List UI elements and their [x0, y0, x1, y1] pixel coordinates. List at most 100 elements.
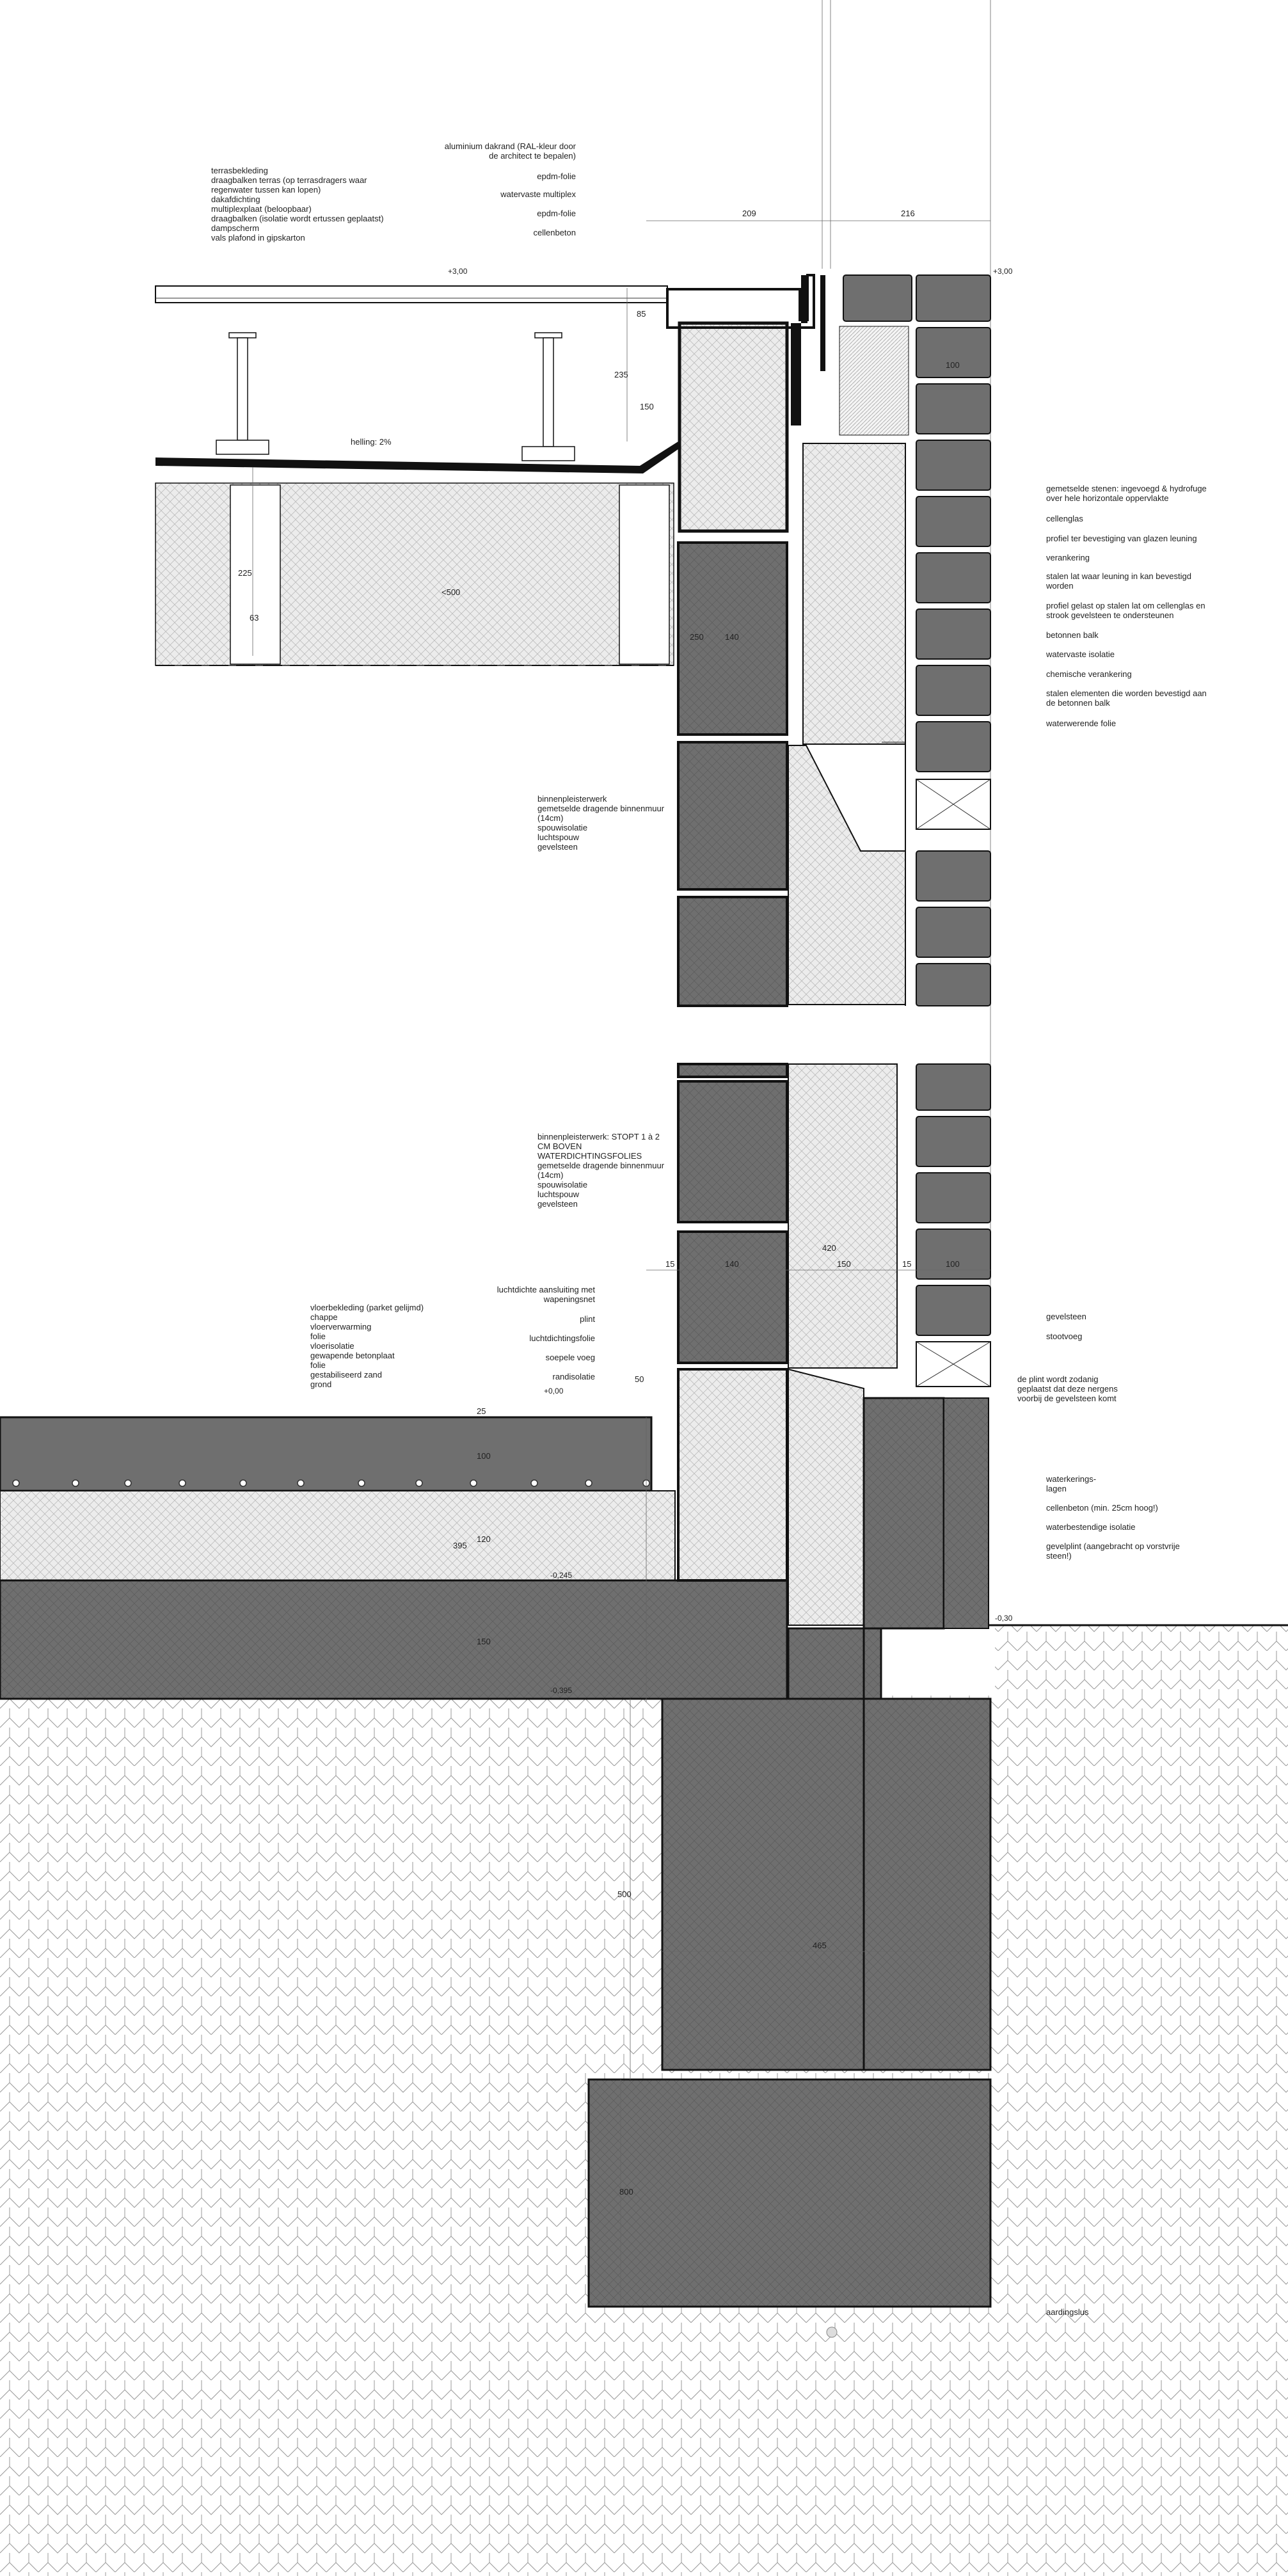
svg-text:draagbalken (isolatie wordt er: draagbalken (isolatie wordt ertussen gep…	[211, 214, 384, 223]
facade-plinth	[863, 1397, 945, 1630]
slope-label: helling: 2%	[351, 437, 392, 447]
svg-text:gestabiliseerd zand: gestabiliseerd zand	[310, 1370, 382, 1379]
svg-text:luchtdichte aansluiting met: luchtdichte aansluiting met	[497, 1285, 596, 1294]
svg-text:regenwater tussen kan lopen): regenwater tussen kan lopen)	[211, 185, 321, 195]
svg-text:worden: worden	[1046, 581, 1074, 591]
svg-text:25: 25	[477, 1406, 486, 1416]
svg-text:voorbij de gevelsteen komt: voorbij de gevelsteen komt	[1017, 1394, 1117, 1403]
svg-text:waterkerings-: waterkerings-	[1046, 1474, 1096, 1484]
svg-text:epdm-folie: epdm-folie	[537, 209, 576, 218]
svg-text:grond: grond	[310, 1379, 331, 1389]
svg-text:gevelplint (aangebracht op vor: gevelplint (aangebracht op vorstvrije	[1046, 1541, 1180, 1551]
foundation-footing	[587, 2078, 992, 2308]
svg-text:over hele horizontale oppervla: over hele horizontale oppervlakte	[1046, 493, 1169, 503]
base-strip-small	[787, 1627, 882, 1700]
svg-text:lagen: lagen	[1046, 1484, 1067, 1493]
svg-text:vloerverwarming: vloerverwarming	[310, 1322, 371, 1332]
svg-text:225: 225	[238, 568, 252, 578]
svg-text:(14cm): (14cm)	[537, 1170, 563, 1180]
terrace-pedestal-right	[521, 332, 575, 461]
svg-text:cellenbeton (min. 25cm hoog!): cellenbeton (min. 25cm hoog!)	[1046, 1503, 1158, 1513]
open-head-joint-upper	[916, 779, 991, 830]
svg-text:draagbalken terras (op terrasd: draagbalken terras (op terrasdragers waa…	[211, 175, 367, 185]
inner-wall-block-3	[677, 896, 788, 1007]
svg-text:profiel ter bevestiging van gl: profiel ter bevestiging van glazen leuni…	[1046, 534, 1197, 543]
svg-text:150: 150	[640, 402, 654, 411]
base-right-callouts: gevelsteen stootvoeg de plint wordt zoda…	[1017, 1312, 1180, 1561]
svg-text:cellenglas: cellenglas	[1046, 514, 1083, 523]
svg-text:folie: folie	[310, 1332, 326, 1341]
svg-text:geplaatst dat deze nergens: geplaatst dat deze nergens	[1017, 1384, 1118, 1394]
terrace-boards	[155, 285, 668, 303]
inner-wall-lower-2	[677, 1080, 788, 1223]
svg-text:soepele voeg: soepele voeg	[546, 1353, 595, 1362]
svg-text:folie: folie	[310, 1360, 326, 1370]
cellular-glass-strip	[839, 326, 909, 436]
facade-plinth-side	[943, 1397, 989, 1629]
svg-text:waterwerende folie: waterwerende folie	[1046, 719, 1116, 728]
inner-wall-block-1	[677, 541, 788, 736]
level-roof-right: +3,00	[993, 267, 1013, 276]
svg-text:395: 395	[453, 1541, 467, 1550]
dimension-texts: 209 216 85 235 150 100 225 63 <500 250 1…	[238, 209, 960, 2197]
terrace-pedestal-left	[216, 332, 269, 455]
base-cellular-concrete	[677, 1368, 788, 1582]
level-slab-top: -0,245	[550, 1571, 572, 1580]
svg-text:120: 120	[477, 1534, 491, 1544]
svg-text:luchtdichtingsfolie: luchtdichtingsfolie	[529, 1333, 595, 1343]
wall-layers-upper: binnenpleisterwerk gemetselde dragende b…	[537, 794, 665, 852]
svg-text:100: 100	[946, 1259, 960, 1269]
svg-text:420: 420	[822, 1243, 836, 1253]
parapet-cellular-concrete	[678, 321, 789, 533]
svg-text:<500: <500	[441, 587, 460, 597]
inner-wall-lower-1	[677, 1063, 788, 1078]
svg-text:dakafdichting: dakafdichting	[211, 195, 260, 204]
svg-text:(14cm): (14cm)	[537, 813, 563, 823]
svg-text:50: 50	[635, 1374, 644, 1384]
svg-text:dampscherm: dampscherm	[211, 223, 259, 233]
facade-brick-column-upper	[843, 274, 991, 1006]
svg-text:wapeningsnet: wapeningsnet	[543, 1294, 596, 1304]
open-head-joint-lower	[916, 1341, 991, 1387]
svg-text:gemetselde dragende binnenmuur: gemetselde dragende binnenmuur	[537, 804, 665, 813]
svg-text:profiel gelast op stalen lat o: profiel gelast op stalen lat om cellengl…	[1046, 601, 1205, 610]
svg-text:spouwisolatie: spouwisolatie	[537, 823, 587, 832]
base-insulation	[788, 1368, 864, 1626]
svg-text:steen!): steen!)	[1046, 1551, 1072, 1561]
foundation-wall	[661, 1697, 992, 2071]
level-floor: +0,00	[544, 1387, 564, 1395]
svg-text:binnenpleisterwerk: binnenpleisterwerk	[537, 794, 607, 804]
svg-text:500: 500	[617, 1889, 632, 1899]
svg-text:15: 15	[902, 1259, 911, 1269]
svg-text:216: 216	[901, 209, 915, 218]
svg-text:gevelsteen: gevelsteen	[537, 842, 578, 852]
svg-text:gemetselde dragende binnenmuur: gemetselde dragende binnenmuur	[537, 1161, 665, 1170]
svg-text:CM BOVEN: CM BOVEN	[537, 1141, 582, 1151]
svg-text:betonnen balk: betonnen balk	[1046, 630, 1099, 640]
inner-wall-lower-3	[677, 1230, 788, 1364]
svg-text:465: 465	[813, 1941, 827, 1950]
roof-layers-list: terrasbekleding draagbalken terras (op t…	[211, 166, 384, 242]
svg-text:100: 100	[477, 1451, 491, 1461]
svg-text:gewapende betonplaat: gewapende betonplaat	[310, 1351, 395, 1360]
svg-text:multiplexplaat (beloopbaar): multiplexplaat (beloopbaar)	[211, 204, 312, 214]
svg-text:spouwisolatie: spouwisolatie	[537, 1180, 587, 1189]
svg-text:63: 63	[250, 613, 258, 623]
svg-text:140: 140	[725, 632, 739, 642]
earthing-label: aardingslus	[1046, 2307, 1089, 2317]
earthing-loop	[826, 2326, 838, 2338]
underfloor-heating-pipes	[12, 1479, 650, 1487]
floor-screed	[0, 1416, 653, 1492]
facade-brick-column-lower	[916, 1063, 991, 1336]
wall-layers-lower: binnenpleisterwerk: STOPT 1 à 2 CM BOVEN…	[537, 1132, 665, 1209]
inner-wall-block-2	[677, 741, 788, 891]
svg-text:vloerbekleding (parket gelijmd: vloerbekleding (parket gelijmd)	[310, 1303, 424, 1312]
svg-text:strook gevelsteen te ondersteu: strook gevelsteen te ondersteunen	[1046, 610, 1173, 620]
roof-membrane	[155, 441, 678, 473]
base-left-callouts: luchtdichte aansluiting met wapeningsnet…	[497, 1285, 596, 1381]
level-ground: -0,30	[995, 1614, 1013, 1623]
svg-text:binnenpleisterwerk: STOPT 1 à: binnenpleisterwerk: STOPT 1 à 2	[537, 1132, 660, 1141]
roof-joist-left	[230, 484, 281, 665]
level-slab-bottom: -0,395	[550, 1686, 572, 1695]
